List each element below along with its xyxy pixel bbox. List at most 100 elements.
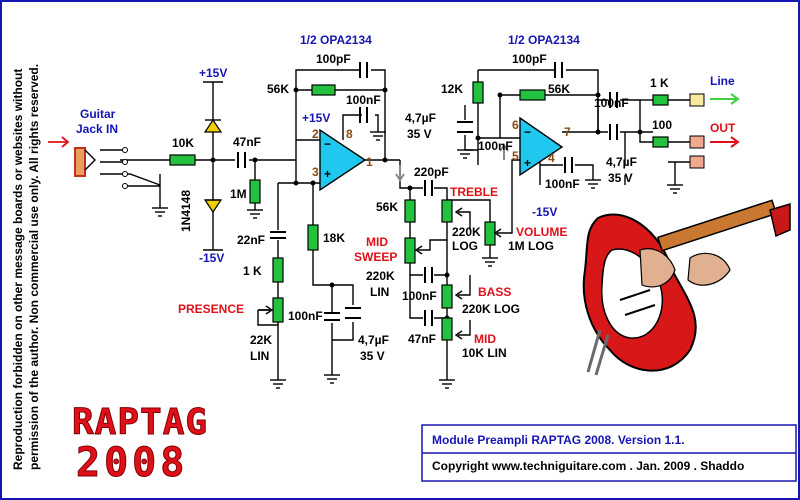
label-treble-val2: LOG xyxy=(452,239,478,253)
resistor-10k xyxy=(169,154,196,166)
label-presence: PRESENCE xyxy=(178,302,244,316)
side-notice-line1: Reproduction forbidden on other message … xyxy=(11,69,25,470)
pot-presence xyxy=(272,297,284,323)
opamp-right: − + xyxy=(519,116,564,177)
pot-wipers xyxy=(258,207,502,340)
supply-plus-op: +15V xyxy=(302,111,330,125)
label-100nf-left: 100nF xyxy=(346,93,381,107)
opamp-left-label: 1/2 OPA2134 xyxy=(300,33,372,47)
pin-7: 7 xyxy=(564,125,571,139)
label-56k-right: 56K xyxy=(548,82,570,96)
label-volume-val: 1M LOG xyxy=(508,239,554,253)
ground-symbols xyxy=(152,131,683,389)
label-100nf-bottom: 100nF xyxy=(288,309,323,323)
label-sweep-val1: 220K xyxy=(366,269,395,283)
pin-2: 2 xyxy=(312,127,319,141)
resistor-56k-right xyxy=(519,89,546,101)
label-18k: 18K xyxy=(323,231,345,245)
opamp-left: − + xyxy=(319,128,367,192)
label-100pf-left: 100pF xyxy=(316,52,351,66)
pot-treble xyxy=(441,199,453,223)
label-mid-sweep-1: MID xyxy=(366,235,388,249)
guitar-illustration xyxy=(582,199,791,376)
pin-5: 5 xyxy=(512,149,519,163)
pot-volume xyxy=(484,221,496,246)
output-line-label: Line xyxy=(710,74,735,88)
label-56k-left: 56K xyxy=(267,82,289,96)
pin-3: 3 xyxy=(312,165,319,179)
side-notice: Reproduction forbidden on other message … xyxy=(11,64,41,470)
label-100nf-out: 100nF xyxy=(594,96,629,110)
title-box-title: Module Preampli RAPTAG 2008. Version 1.1… xyxy=(432,433,685,447)
labels: 1/2 OPA2134 1/2 OPA2134 Guitar Jack IN +… xyxy=(76,33,736,363)
label-47uf-right-1: 4,7µF xyxy=(405,111,436,125)
label-1k-presence: 1 K xyxy=(243,264,262,278)
pin-8: 8 xyxy=(346,127,353,141)
resistor-1k-presence xyxy=(272,257,284,283)
supply-plus: +15V xyxy=(199,66,227,80)
label-mid-sweep-2: SWEEP xyxy=(354,250,397,264)
label-mid: MID xyxy=(474,332,496,346)
title-box: Module Preampli RAPTAG 2008. Version 1.1… xyxy=(421,424,797,482)
logo-line2: 2008 xyxy=(76,440,188,486)
label-47uf-bottom-2: 35 V xyxy=(360,349,385,363)
pin-4: 4 xyxy=(548,151,555,165)
label-220pf: 220pF xyxy=(414,165,449,179)
label-volume: VOLUME xyxy=(516,225,567,239)
label-12k: 12K xyxy=(441,82,463,96)
label-presence-val1: 22K xyxy=(250,333,272,347)
label-47uf-bottom-1: 4,7µF xyxy=(358,333,389,347)
opamp-right-label: 1/2 OPA2134 xyxy=(508,33,580,47)
label-47uf-out-1: 4,7µF xyxy=(606,155,637,169)
label-47uf-out-2: 35 V xyxy=(608,171,633,185)
resistor-1m xyxy=(249,179,261,204)
svg-text:+: + xyxy=(324,167,331,181)
label-1m: 1M xyxy=(230,187,247,201)
pin-1: 1 xyxy=(366,155,373,169)
label-100-out: 100 xyxy=(652,118,672,132)
resistor-12k xyxy=(472,81,484,104)
label-10k: 10K xyxy=(172,136,194,150)
capacitors xyxy=(237,62,618,326)
label-100nf-power-right: 100nF xyxy=(545,177,580,191)
label-100nf-tone: 100nF xyxy=(402,289,437,303)
label-47nf-tone: 47nF xyxy=(408,332,436,346)
output-connectors xyxy=(689,93,705,169)
resistor-56k-left xyxy=(311,84,336,96)
resistor-1k-line xyxy=(652,94,669,106)
label-diode: 1N4148 xyxy=(179,190,193,232)
label-56k-tone: 56K xyxy=(376,200,398,214)
pin-6: 6 xyxy=(512,118,519,132)
pot-mid xyxy=(441,317,453,341)
input-jack xyxy=(74,147,128,189)
title-box-copyright: Copyright www.techniguitare.com . Jan. 2… xyxy=(432,459,744,473)
output-out-label: OUT xyxy=(710,121,736,135)
resistor-56k-tone xyxy=(404,199,416,223)
resistor-18k xyxy=(307,224,319,251)
supply-minus: -15V xyxy=(199,251,224,265)
resistors xyxy=(169,81,669,341)
diodes xyxy=(203,118,223,214)
label-22nf: 22nF xyxy=(237,233,265,247)
wires xyxy=(100,69,690,380)
label-bass-val: 220K LOG xyxy=(462,302,520,316)
input-label-line1: Guitar xyxy=(80,107,116,121)
supply-minus-op: -15V xyxy=(532,205,557,219)
label-100pf-right: 100pF xyxy=(512,52,547,66)
svg-text:+: + xyxy=(524,156,531,170)
svg-text:−: − xyxy=(524,125,531,139)
logo-line1: RAPTAG xyxy=(72,402,208,443)
side-notice-line2: permission of the author. Non commercial… xyxy=(27,64,41,470)
input-label-line2: Jack IN xyxy=(76,122,118,136)
label-47uf-right-2: 35 V xyxy=(407,127,432,141)
pot-bass xyxy=(441,284,453,309)
label-bass: BASS xyxy=(478,285,511,299)
label-mid-val: 10K LIN xyxy=(462,346,507,360)
label-1k-line: 1 K xyxy=(650,76,669,90)
label-47nf-in: 47nF xyxy=(233,135,261,149)
label-100nf-feedback: 100nF xyxy=(478,139,513,153)
label-presence-val2: LIN xyxy=(250,349,269,363)
pot-mid-sweep xyxy=(404,237,416,264)
